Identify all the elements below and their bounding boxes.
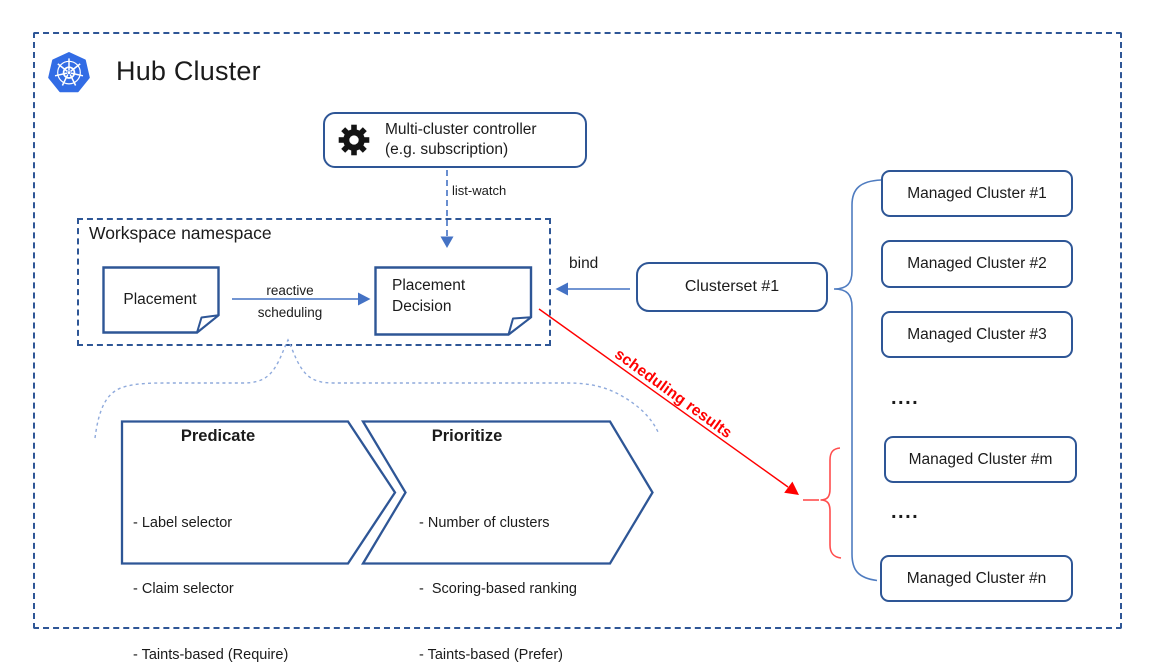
predicate-item: - Label selector (133, 515, 233, 531)
predicate-items: - Label selector - Claim selector - Tain… (133, 468, 288, 664)
reactive-scheduling-label-line2: scheduling (257, 305, 323, 320)
predicate-item: - Taints-based (Require) (133, 647, 289, 663)
prioritize-item: - Number of clusters (419, 515, 550, 531)
managed-clusters-ellipsis-1: .... (891, 387, 920, 409)
managed-cluster-box-2: Managed Cluster #2 (881, 240, 1073, 288)
managed-cluster-label: Managed Cluster #1 (907, 184, 1047, 202)
managed-cluster-box-1: Managed Cluster #1 (881, 170, 1073, 217)
placement-decision-label: Placement Decision (392, 275, 465, 317)
bind-label: bind (569, 255, 599, 272)
prioritize-item: - Scoring-based ranking (419, 581, 577, 597)
clusterset-box: Clusterset #1 (636, 262, 828, 312)
kubernetes-icon (48, 52, 90, 93)
workspace-namespace-label: Workspace namespace (89, 223, 272, 243)
predicate-item: - Claim selector (133, 581, 234, 597)
placement-label: Placement (123, 291, 197, 308)
managed-cluster-box-n: Managed Cluster #n (880, 555, 1073, 602)
managed-clusters-ellipsis-2: .... (891, 501, 920, 523)
hub-cluster-boundary (33, 32, 1122, 629)
predicate-title: Predicate (180, 427, 256, 445)
diagram-title: Hub Cluster (116, 56, 261, 86)
managed-cluster-label: Managed Cluster #m (908, 450, 1053, 468)
list-watch-label: list-watch (452, 183, 507, 198)
reactive-scheduling-label-line1: reactive (266, 283, 314, 298)
prioritize-items: - Number of clusters - Scoring-based ran… (419, 468, 577, 664)
managed-cluster-box-m: Managed Cluster #m (884, 436, 1077, 483)
prioritize-title: Prioritize (431, 427, 503, 445)
controller-label-line2: (e.g. subscription) (385, 141, 509, 158)
controller-label-line1: Multi-cluster controller (385, 121, 537, 138)
managed-cluster-label: Managed Cluster #2 (907, 255, 1047, 272)
managed-cluster-label: Managed Cluster #n (906, 569, 1047, 587)
gear-icon (338, 124, 370, 156)
placement-decision-line1: Placement (392, 277, 466, 294)
managed-cluster-box-3: Managed Cluster #3 (881, 311, 1073, 358)
prioritize-item: - Taints-based (Prefer) (419, 647, 563, 663)
multi-cluster-controller-box: Multi-cluster controller (e.g. subscript… (323, 112, 587, 168)
managed-cluster-label: Managed Cluster #3 (907, 325, 1047, 343)
placement-decision-line2: Decision (392, 298, 452, 315)
clusterset-label: Clusterset #1 (684, 278, 780, 295)
